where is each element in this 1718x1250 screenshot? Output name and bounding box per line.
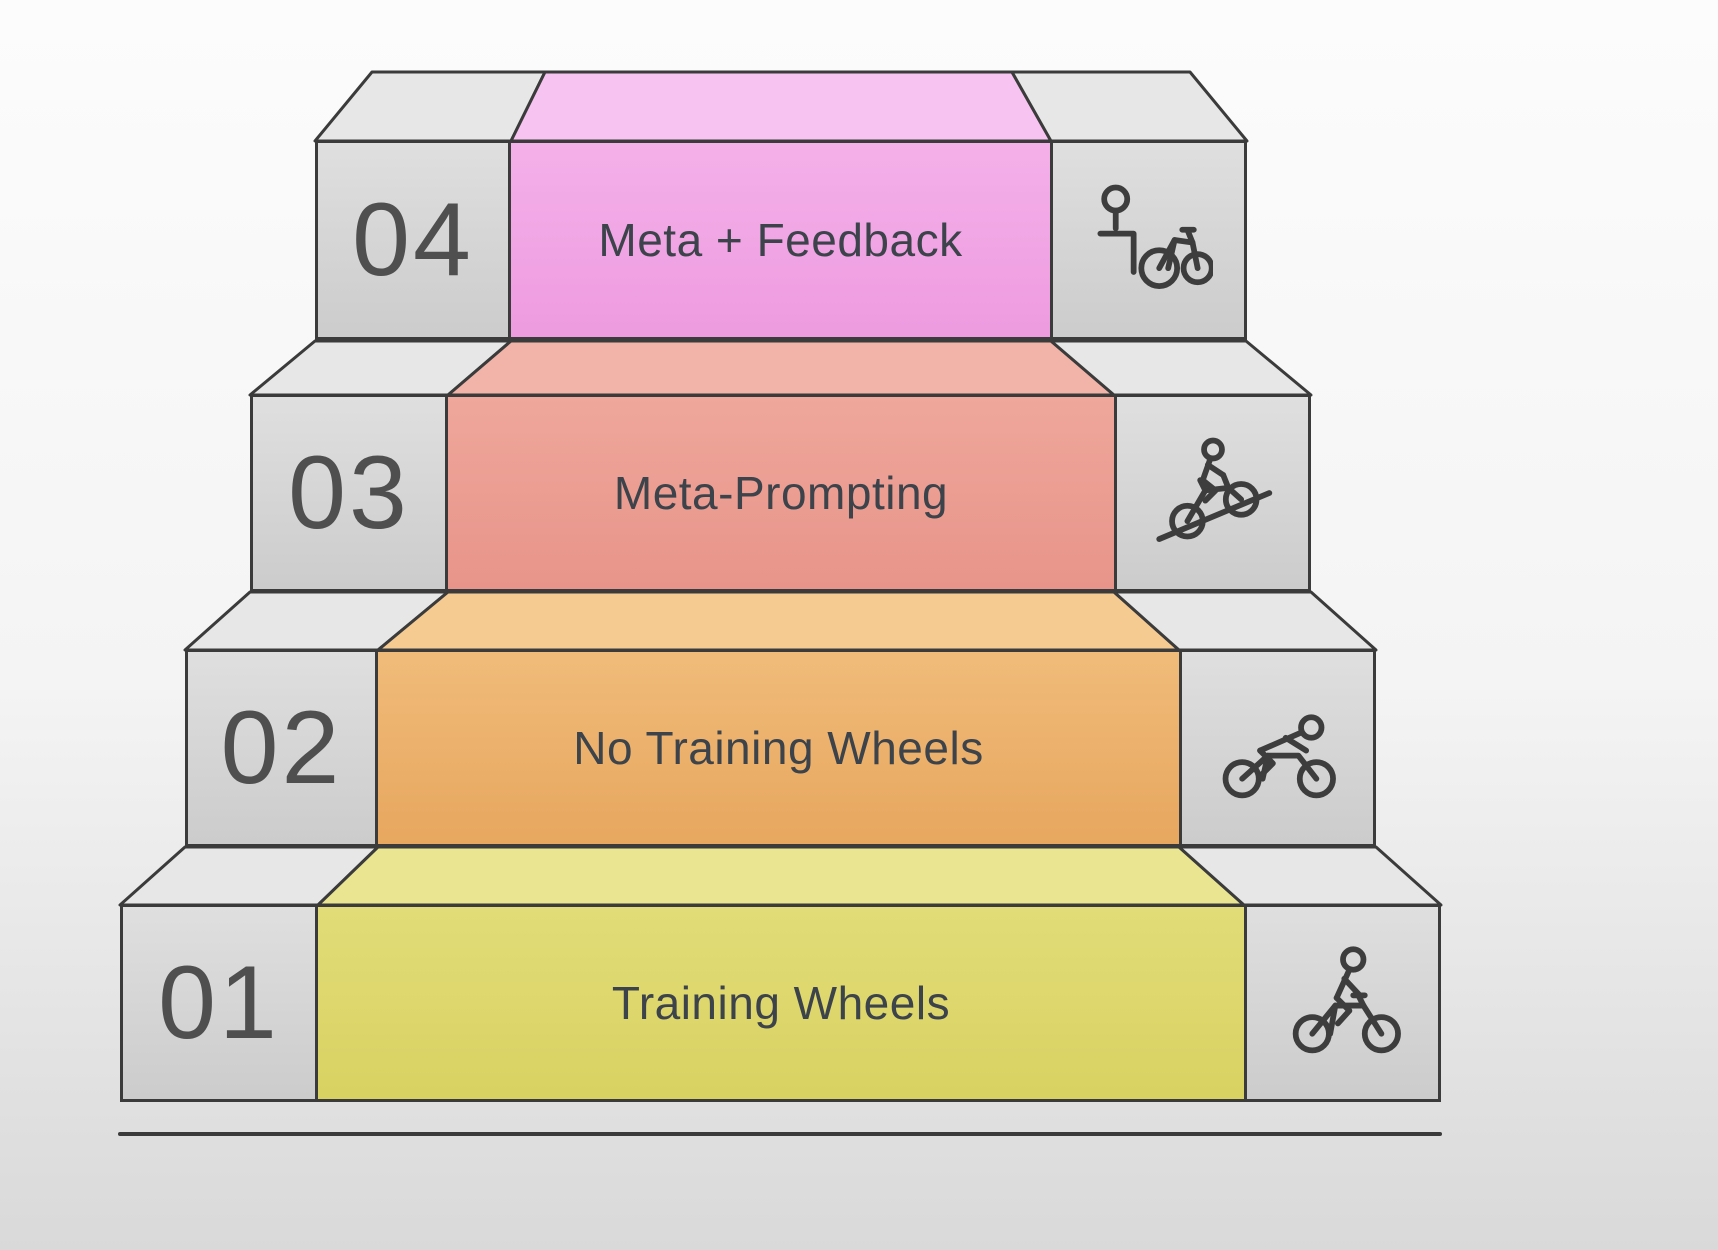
step-03-top-center bbox=[446, 339, 1116, 397]
step-02-label-block: No Training Wheels bbox=[375, 649, 1182, 847]
step-number: 03 bbox=[288, 434, 410, 551]
step-02-top-center bbox=[376, 590, 1181, 652]
step-number: 04 bbox=[352, 181, 474, 298]
step-04-icon-block bbox=[1050, 140, 1247, 340]
step-04-top-center bbox=[509, 70, 1053, 143]
step-number: 02 bbox=[220, 689, 343, 806]
step-label: Training Wheels bbox=[611, 977, 951, 1029]
cyclist-leaning-forward-icon bbox=[1222, 714, 1336, 799]
step-number: 01 bbox=[158, 944, 280, 1061]
step-04-number-block: 04 bbox=[315, 140, 511, 340]
step-01-label-block: Training Wheels bbox=[315, 904, 1247, 1102]
step-label: No Training Wheels bbox=[573, 722, 984, 774]
step-label: Meta + Feedback bbox=[598, 214, 963, 266]
cyclist-riding-icon bbox=[1292, 946, 1401, 1054]
step-04-top-right-gray bbox=[1010, 70, 1249, 143]
step-04-label-block: Meta + Feedback bbox=[508, 140, 1053, 340]
step-01-top-center bbox=[316, 845, 1246, 907]
step-03-icon-block bbox=[1114, 394, 1311, 592]
step-02-icon-block bbox=[1179, 649, 1376, 847]
step-03-number-block: 03 bbox=[250, 394, 448, 592]
step-02-number-block: 02 bbox=[185, 649, 378, 847]
cyclist-riding-uphill-icon bbox=[1155, 437, 1272, 542]
step-01-icon-block bbox=[1244, 904, 1441, 1102]
step-01-number-block: 01 bbox=[120, 904, 318, 1102]
step-04-top-left-gray bbox=[313, 70, 547, 143]
step-03-label-block: Meta-Prompting bbox=[445, 394, 1117, 592]
person-standing-with-bicycle-icon bbox=[1096, 184, 1213, 289]
step-label: Meta-Prompting bbox=[613, 467, 949, 519]
base-line bbox=[118, 1132, 1442, 1136]
